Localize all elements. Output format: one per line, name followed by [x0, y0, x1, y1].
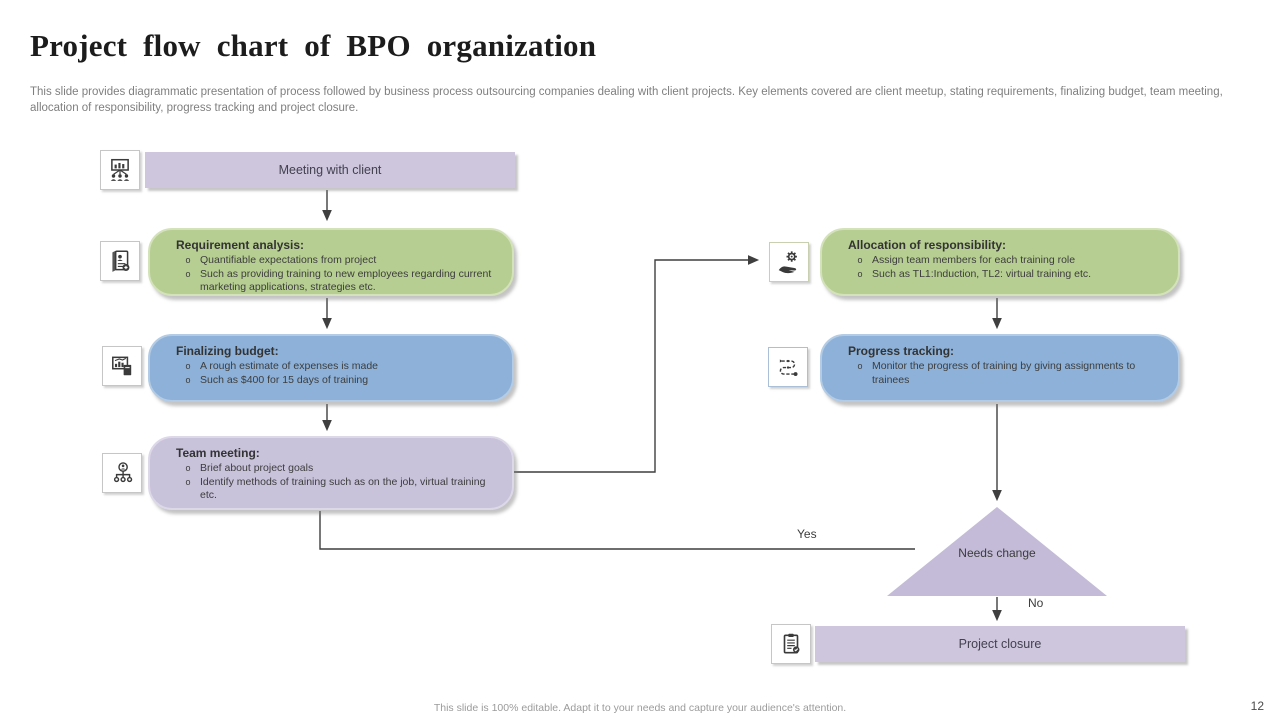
- edge-label-no: No: [1028, 596, 1044, 610]
- bullet-marker: o: [185, 476, 191, 487]
- page-title: Project flow chart of BPO organization: [30, 28, 597, 63]
- flow-start-label: Meeting with client: [278, 163, 382, 177]
- bullet-item: o Such as $400 for 15 days of training: [176, 374, 498, 388]
- bullet-marker: o: [185, 463, 191, 473]
- footer-note: This slide is 100% editable. Adapt it to…: [433, 702, 847, 714]
- edge-label-yes: Yes: [797, 527, 817, 541]
- step-progress-tracking: Progress tracking: o Monitor the progres…: [820, 334, 1180, 402]
- step-team-meeting: Team meeting: o Brief about project goal…: [148, 436, 514, 510]
- page-number: 12: [1250, 699, 1264, 713]
- bullet-item: o Such as providing training to new empl…: [176, 268, 498, 295]
- bullet-marker: o: [185, 268, 191, 279]
- bullet-text: Monitor the progress of training by givi…: [872, 360, 1136, 386]
- step-finalizing-budget: Finalizing budget: o A rough estimate of…: [148, 334, 514, 402]
- bullet-item: o A rough estimate of expenses is made: [176, 360, 498, 374]
- slide-description: This slide provides diagrammatic present…: [30, 86, 1223, 115]
- bullet-marker: o: [185, 374, 191, 385]
- bullet-marker: o: [857, 268, 863, 279]
- clipboard-check-icon: [771, 624, 811, 664]
- step-requirement-analysis: Requirement analysis: o Quantifiable exp…: [148, 228, 514, 296]
- bullet-text: Assign team members for each training ro…: [872, 254, 1076, 266]
- team-hierarchy-icon: [102, 453, 142, 493]
- flow-end-label: Project closure: [958, 637, 1042, 651]
- process-route-icon: [768, 347, 808, 387]
- bullet-marker: o: [185, 361, 191, 371]
- step-title: Team meeting:: [176, 446, 260, 460]
- candidate-document-icon: [100, 241, 140, 281]
- step-allocation-of-responsibility: Allocation of responsibility: o Assign t…: [820, 228, 1180, 296]
- bullet-marker: o: [857, 255, 863, 265]
- step-title: Requirement analysis:: [176, 238, 305, 252]
- bullet-item: o Identify methods of training such as o…: [176, 476, 498, 503]
- presentation-meeting-icon: [100, 150, 140, 190]
- bullet-item: o Monitor the progress of training by gi…: [848, 360, 1164, 387]
- flow-start-box: Meeting with client: [145, 152, 515, 188]
- bullet-item: o Brief about project goals: [176, 462, 498, 476]
- bullet-marker: o: [857, 361, 863, 371]
- flow-end-box: Project closure: [815, 626, 1185, 662]
- bullet-marker: o: [185, 255, 191, 265]
- bullet-text: Such as providing training to new employ…: [200, 267, 492, 294]
- bullet-item: o Quantifiable expectations from project: [176, 254, 498, 268]
- bullet-text: Such as TL1:Induction, TL2: virtual trai…: [872, 267, 1092, 280]
- step-title: Finalizing budget:: [176, 344, 279, 358]
- step-title: Allocation of responsibility:: [848, 238, 1007, 252]
- hand-gear-icon: [769, 242, 809, 282]
- bullet-text: Identify methods of training such as on …: [200, 475, 486, 502]
- bullet-text: Quantifiable expectations from project: [200, 254, 377, 266]
- bullet-text: Such as $400 for 15 days of training: [200, 373, 369, 386]
- bullet-item: o Assign team members for each training …: [848, 254, 1164, 268]
- chart-calculator-icon: [102, 346, 142, 386]
- decision-label: Needs change: [958, 546, 1036, 560]
- bullet-text: Brief about project goals: [200, 462, 314, 474]
- bullet-item: o Such as TL1:Induction, TL2: virtual tr…: [848, 268, 1164, 282]
- bullet-text: A rough estimate of expenses is made: [200, 360, 379, 372]
- step-title: Progress tracking:: [848, 344, 955, 358]
